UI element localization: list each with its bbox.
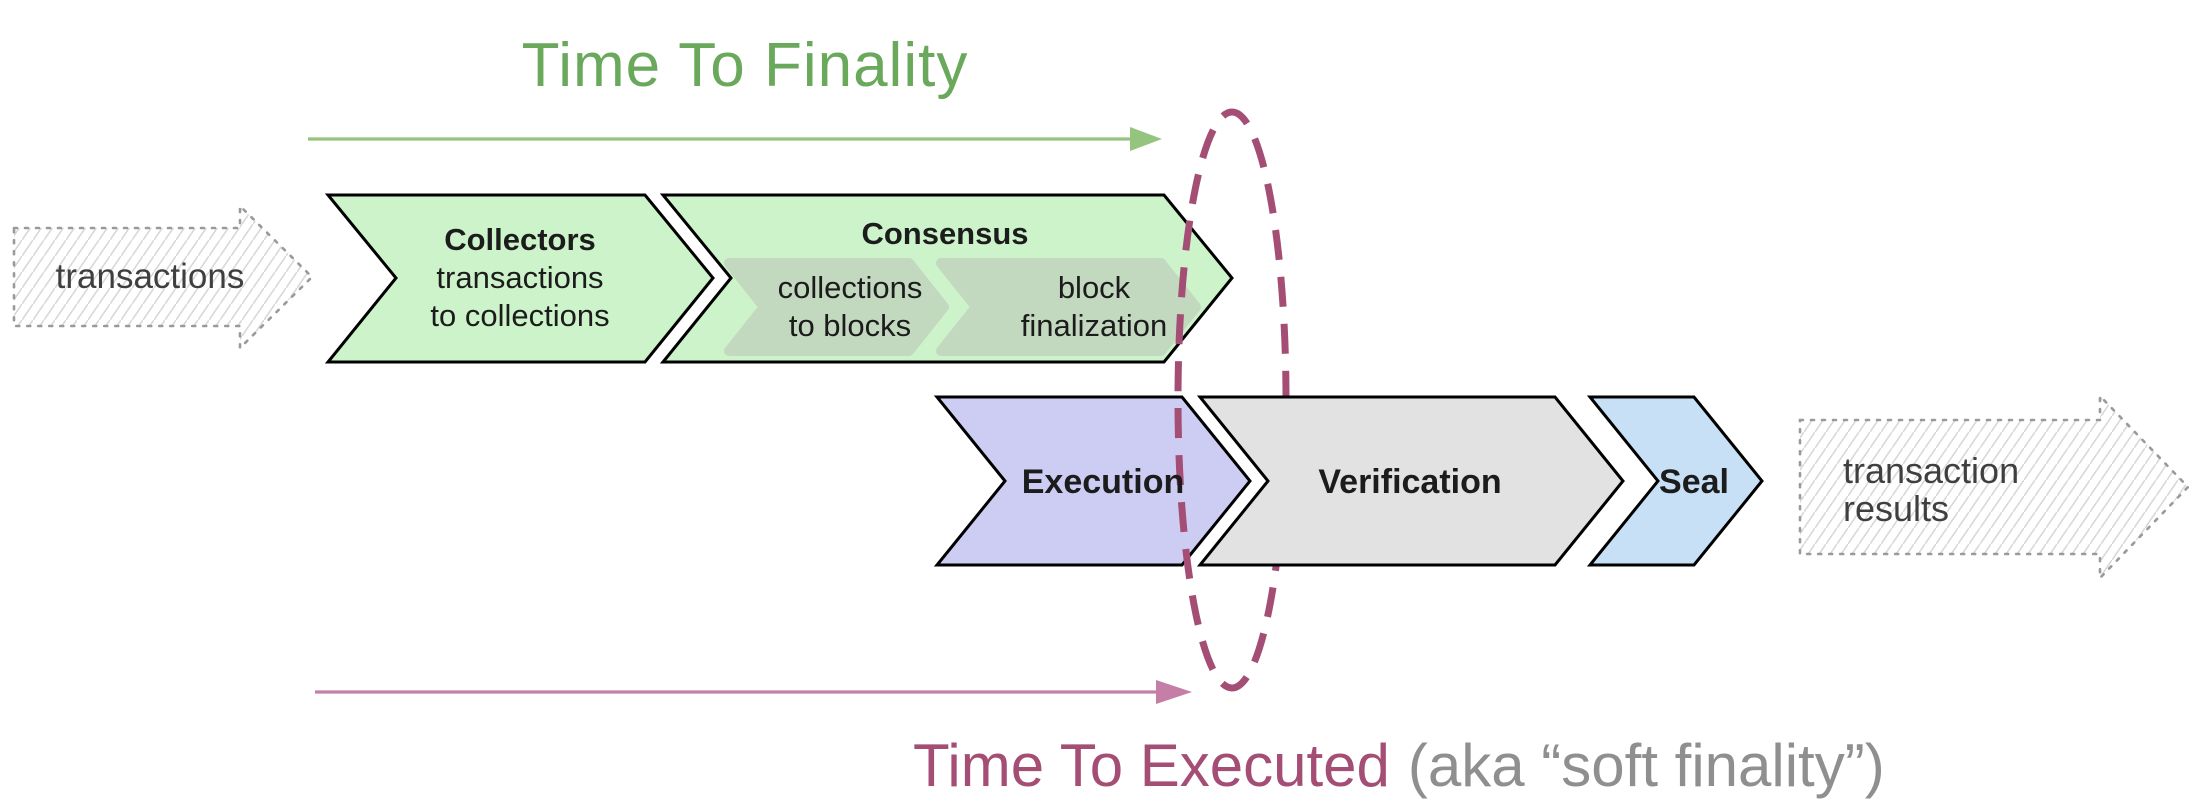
soft-finality-note: (aka “soft finality”) <box>1407 732 1885 799</box>
substage-block-finalization-chevron <box>936 258 1201 356</box>
substage-collections-to-blocks-chevron <box>724 258 949 356</box>
results-line2: results <box>1843 488 1950 529</box>
stage-collectors-label: Collectors transactions to collections <box>390 221 650 335</box>
substage-block-finalization-label: block finalization <box>974 269 1214 345</box>
transaction-results-output-arrow <box>1798 392 2190 582</box>
sub1-line1: collections <box>777 270 923 305</box>
stage-seal-chevron <box>1586 395 1764 567</box>
substage-collections-to-blocks-label: collections to blocks <box>730 269 970 345</box>
sub2-line2: finalization <box>1020 308 1168 343</box>
collectors-title: Collectors <box>444 222 596 257</box>
transactions-input-label: transactions <box>55 257 245 296</box>
stage-collectors-chevron <box>324 193 715 364</box>
transaction-results-label: transaction results <box>1843 452 2143 528</box>
execution-title: Execution <box>1021 463 1185 501</box>
time-to-executed-title: Time To Executed <box>913 732 1390 799</box>
sub2-line1: block <box>1057 270 1131 305</box>
verification-title: Verification <box>1318 463 1502 501</box>
time-to-executed-caption: Time To Executed (aka “soft finality”) <box>913 731 1885 801</box>
results-line1: transaction <box>1843 450 2020 491</box>
consensus-title: Consensus <box>861 216 1029 251</box>
stage-verification-chevron <box>1196 395 1625 567</box>
time-to-executed-arrowhead <box>1156 680 1192 704</box>
collectors-line2: to collections <box>430 298 610 333</box>
collectors-line1: transactions <box>436 260 604 295</box>
time-to-finality-title: Time To Finality <box>521 31 969 100</box>
seal-title: Seal <box>1659 463 1729 501</box>
stage-execution-chevron <box>933 395 1252 567</box>
time-to-finality-arrowhead <box>1130 127 1162 151</box>
sub1-line2: to blocks <box>788 308 912 343</box>
transactions-input-arrow <box>12 202 314 352</box>
